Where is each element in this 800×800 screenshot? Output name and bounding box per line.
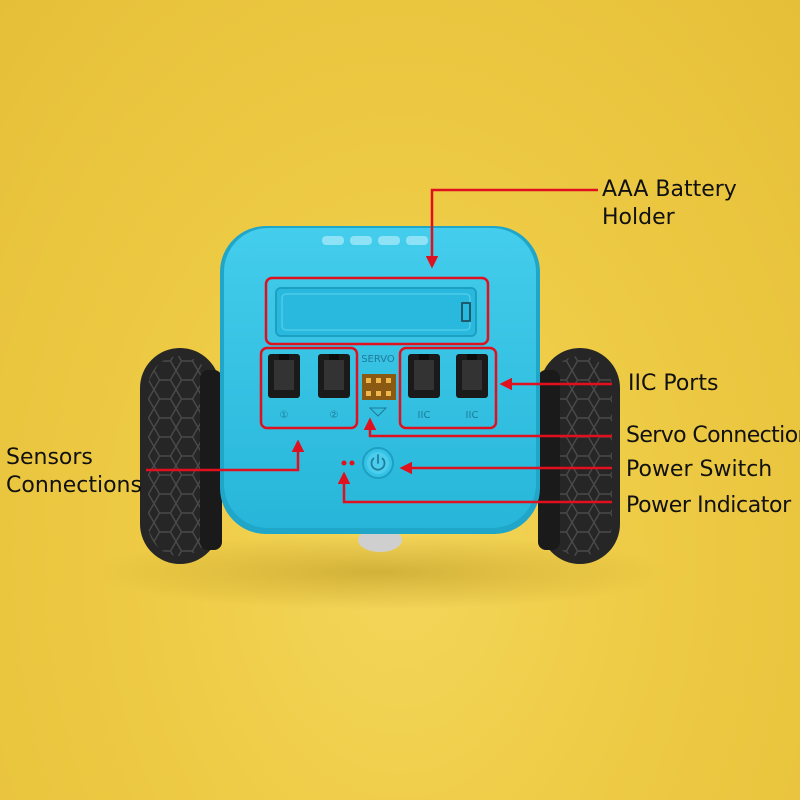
servo-header: SERVO (361, 354, 396, 417)
power-switch-label: Power Switch (626, 457, 773, 482)
sensors-label-line1: Sensors (6, 445, 93, 470)
robot-body: ① ② IIC IIC SERVO (220, 226, 540, 534)
servo-connection-label: Servo Connection (626, 423, 800, 448)
iic-port-2 (456, 354, 488, 398)
power-indicator-arrow (337, 471, 612, 504)
right-wheel (538, 348, 620, 564)
power-icon (370, 454, 386, 471)
sensor-port-1-marking: ① (280, 410, 289, 421)
sensor-port-2-marking: ② (330, 410, 339, 421)
iic-ports-highlight-box (398, 346, 498, 430)
sensors-arrow (146, 439, 305, 472)
iic-port-2-marking: IIC (466, 410, 479, 421)
annotation-arrows (146, 188, 612, 504)
sensors-label-line2: Connections (6, 473, 142, 498)
battery-arrow (425, 188, 598, 269)
power-switch (362, 447, 394, 479)
servo-silkscreen: SERVO (361, 354, 395, 365)
iic-ports-label: IIC Ports (628, 371, 719, 396)
servo-arrow (363, 417, 612, 438)
sensor-ports-highlight-box (259, 346, 359, 430)
sensor-port-2 (318, 354, 350, 398)
sensor-port-1 (268, 354, 300, 398)
ground-shadow (90, 534, 670, 610)
annotation-boxes (259, 276, 498, 430)
battery-cover (275, 287, 477, 337)
iic-port-1 (408, 354, 440, 398)
left-wheel (140, 348, 222, 564)
battery-highlight-box (264, 276, 490, 346)
power-indicator-label: Power Indicator (626, 493, 791, 518)
iic-port-1-marking: IIC (418, 410, 431, 421)
battery-label-line2: Holder (602, 205, 675, 230)
power-indicator-led (341, 460, 355, 466)
battery-label-line1: AAA Battery (602, 177, 737, 202)
top-vents (322, 236, 428, 245)
